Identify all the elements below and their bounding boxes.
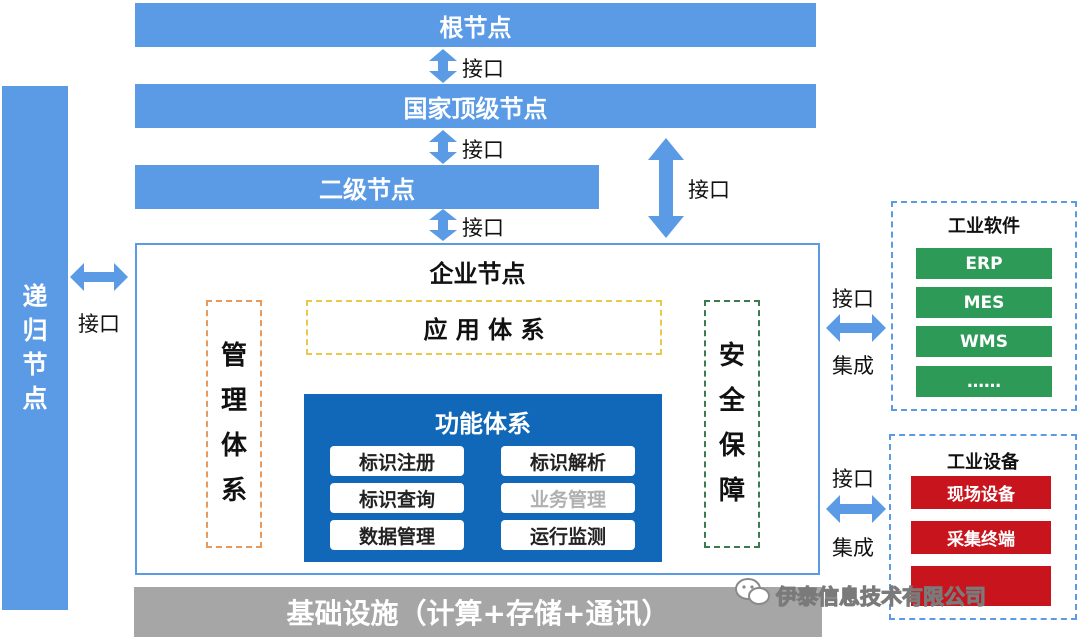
enterprise-node-title: 企业节点	[429, 260, 526, 288]
horizontal-double-arrow-icon	[70, 263, 128, 291]
application-system-box: 应 用 体 系	[306, 300, 662, 355]
management-char: 系	[220, 476, 247, 506]
management-char: 体	[220, 431, 247, 461]
security-char: 障	[718, 476, 745, 506]
interface-label: 接口	[462, 138, 504, 162]
secondary-node-label: 二级节点	[319, 175, 415, 204]
national-node-label: 国家顶级节点	[403, 94, 548, 123]
equipment-item	[911, 566, 1051, 606]
watermark-text: 伊泰信息技术有限公司	[776, 585, 987, 610]
interface-label: 接口	[462, 216, 504, 240]
interface-label: 接口	[832, 287, 874, 311]
security-char: 保	[718, 431, 745, 461]
interface-label: 接口	[688, 178, 730, 202]
national-node-bar: 国家顶级节点	[135, 84, 816, 128]
secondary-node-bar: 二级节点	[135, 165, 599, 209]
management-char: 理	[220, 386, 247, 416]
software-item: MES	[916, 287, 1052, 318]
double-arrow-icon	[429, 49, 457, 83]
function-item: 标识解析	[501, 446, 635, 476]
horizontal-double-arrow-icon	[826, 314, 886, 342]
double-arrow-icon	[429, 130, 457, 164]
industrial-equipment-box	[889, 434, 1077, 620]
security-char: 全	[718, 386, 745, 416]
integration-label: 集成	[832, 536, 874, 560]
function-item: 业务管理	[501, 483, 635, 513]
industrial-software-box	[891, 201, 1077, 411]
software-item: ……	[916, 366, 1052, 397]
equipment-item: 现场设备	[911, 476, 1051, 509]
recursive-node-bar: 递 归 节 点	[2, 86, 68, 610]
software-item: WMS	[916, 326, 1052, 357]
function-system-title: 功能体系	[435, 410, 531, 438]
interface-label: 接口	[78, 312, 120, 336]
function-item: 标识查询	[330, 483, 464, 513]
double-arrow-icon	[429, 209, 457, 241]
infrastructure-bar: 基础设施（计算+存储+通讯）	[134, 587, 822, 637]
equipment-item: 采集终端	[911, 521, 1051, 554]
recursive-char: 归	[22, 316, 48, 345]
management-system-box: 管 理 体 系	[206, 300, 262, 548]
function-item: 运行监测	[501, 520, 635, 550]
industrial-software-title: 工业软件	[948, 216, 1020, 237]
function-item: 数据管理	[330, 520, 464, 550]
software-item: ERP	[916, 248, 1052, 279]
recursive-char: 递	[22, 282, 48, 311]
recursive-char: 节	[22, 350, 48, 379]
interface-label: 接口	[462, 57, 504, 81]
root-node-label: 根节点	[439, 13, 512, 42]
function-item: 标识注册	[330, 446, 464, 476]
root-node-bar: 根节点	[135, 3, 816, 47]
industrial-equipment-title: 工业设备	[947, 452, 1019, 473]
application-system-label: 应 用 体 系	[423, 316, 545, 344]
wechat-icon	[735, 578, 770, 605]
security-char: 安	[718, 341, 745, 371]
infrastructure-label: 基础设施（计算+存储+通讯）	[286, 597, 670, 630]
management-char: 管	[220, 341, 247, 371]
integration-label: 集成	[832, 354, 874, 378]
interface-label: 接口	[832, 467, 874, 491]
double-arrow-icon	[648, 138, 684, 238]
horizontal-double-arrow-icon	[826, 495, 886, 523]
security-box: 安 全 保 障	[704, 300, 760, 548]
recursive-char: 点	[22, 384, 48, 413]
